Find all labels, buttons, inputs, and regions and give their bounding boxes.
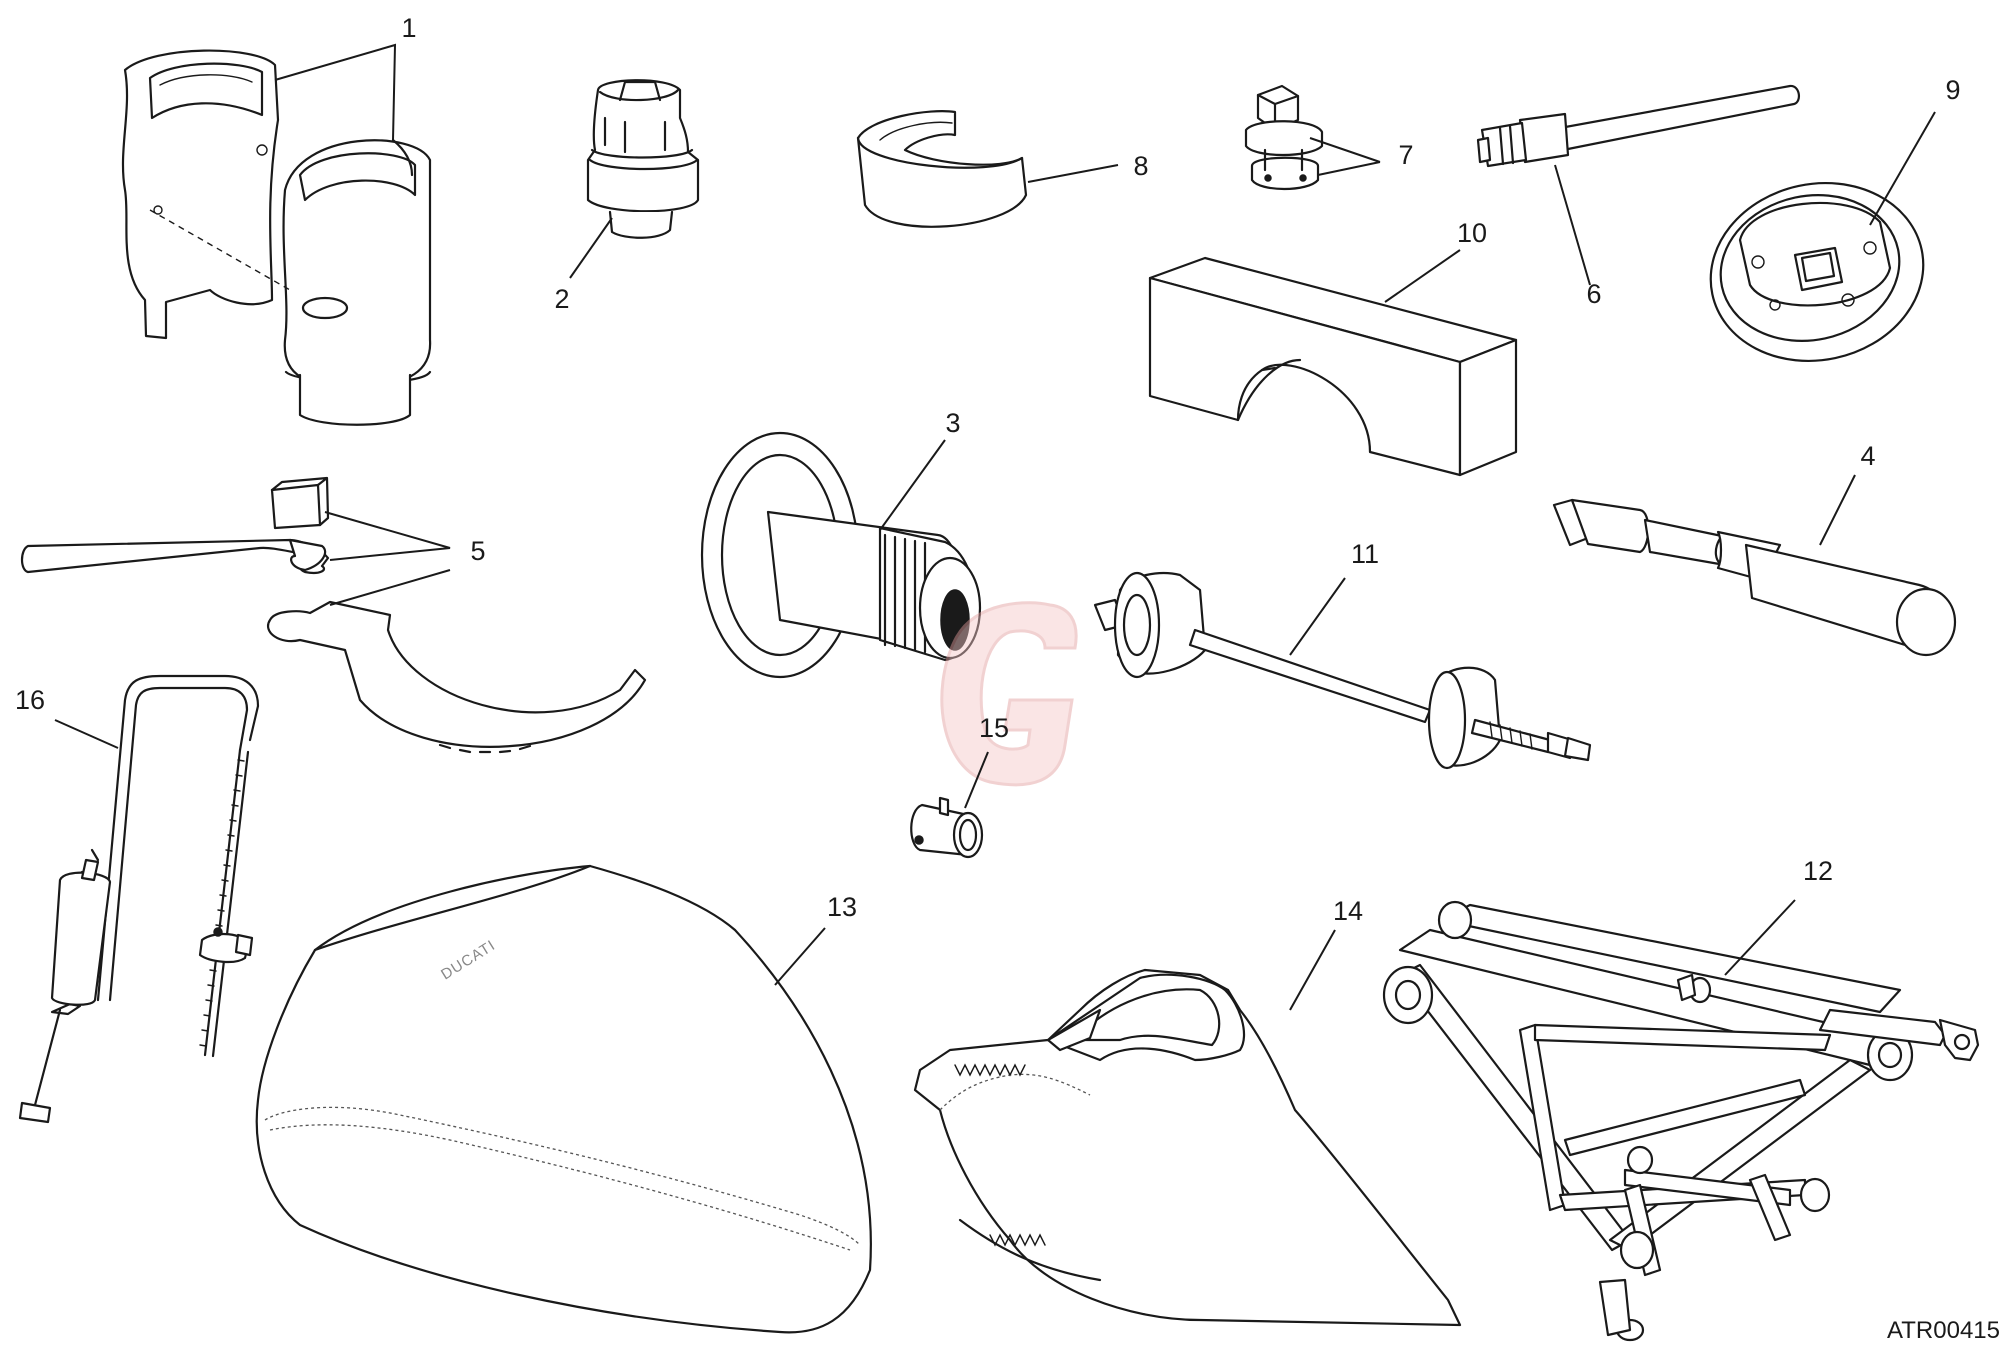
part-13-seat-cover[interactable]: DUCATI xyxy=(255,864,872,1334)
callout-2: 2 xyxy=(554,284,569,314)
part-10-block[interactable] xyxy=(1148,256,1518,477)
part-2-socket-tool[interactable] xyxy=(586,79,700,239)
part-7-pin-tool[interactable] xyxy=(1244,84,1324,190)
callout-5: 5 xyxy=(470,536,485,566)
part-4-drift[interactable] xyxy=(1552,498,1957,657)
callout-3: 3 xyxy=(945,408,960,438)
part-14-tank-cover[interactable] xyxy=(913,968,1462,1327)
part-6-rod-fitting[interactable] xyxy=(1476,84,1800,168)
callout-11: 11 xyxy=(1351,539,1379,569)
callout-10: 10 xyxy=(1457,218,1487,248)
leader-lines xyxy=(54,43,1936,1011)
part-16-gauge[interactable] xyxy=(18,674,260,1124)
part-11-puller[interactable] xyxy=(1093,571,1592,770)
callout-14: 14 xyxy=(1333,896,1363,926)
callout-7: 7 xyxy=(1398,140,1413,170)
callout-13: 13 xyxy=(827,892,857,922)
part-12-stand[interactable] xyxy=(1382,900,1980,1342)
callout-15: 15 xyxy=(979,713,1009,743)
callout-6: 6 xyxy=(1586,279,1601,309)
watermark-logo xyxy=(940,601,1078,787)
drawing-code: ATR00415 xyxy=(1887,1317,2000,1344)
callout-4: 4 xyxy=(1860,441,1875,471)
part-8-c-ring[interactable] xyxy=(856,110,1028,228)
part-9-nut-socket[interactable] xyxy=(1694,164,1940,381)
callout-9: 9 xyxy=(1945,75,1960,105)
part-3-flanged-tool[interactable] xyxy=(700,431,982,679)
part-15-collar[interactable] xyxy=(910,796,984,859)
callout-8: 8 xyxy=(1133,151,1148,181)
callout-labels: 1 2 3 4 5 6 7 8 9 10 11 12 13 14 15 16 A… xyxy=(15,13,2000,1344)
part-5-wrench-set[interactable] xyxy=(20,476,647,754)
callout-12: 12 xyxy=(1803,856,1833,886)
callout-1: 1 xyxy=(401,13,416,43)
part-1-split-bushing[interactable] xyxy=(121,49,432,426)
callout-16: 16 xyxy=(15,685,45,715)
